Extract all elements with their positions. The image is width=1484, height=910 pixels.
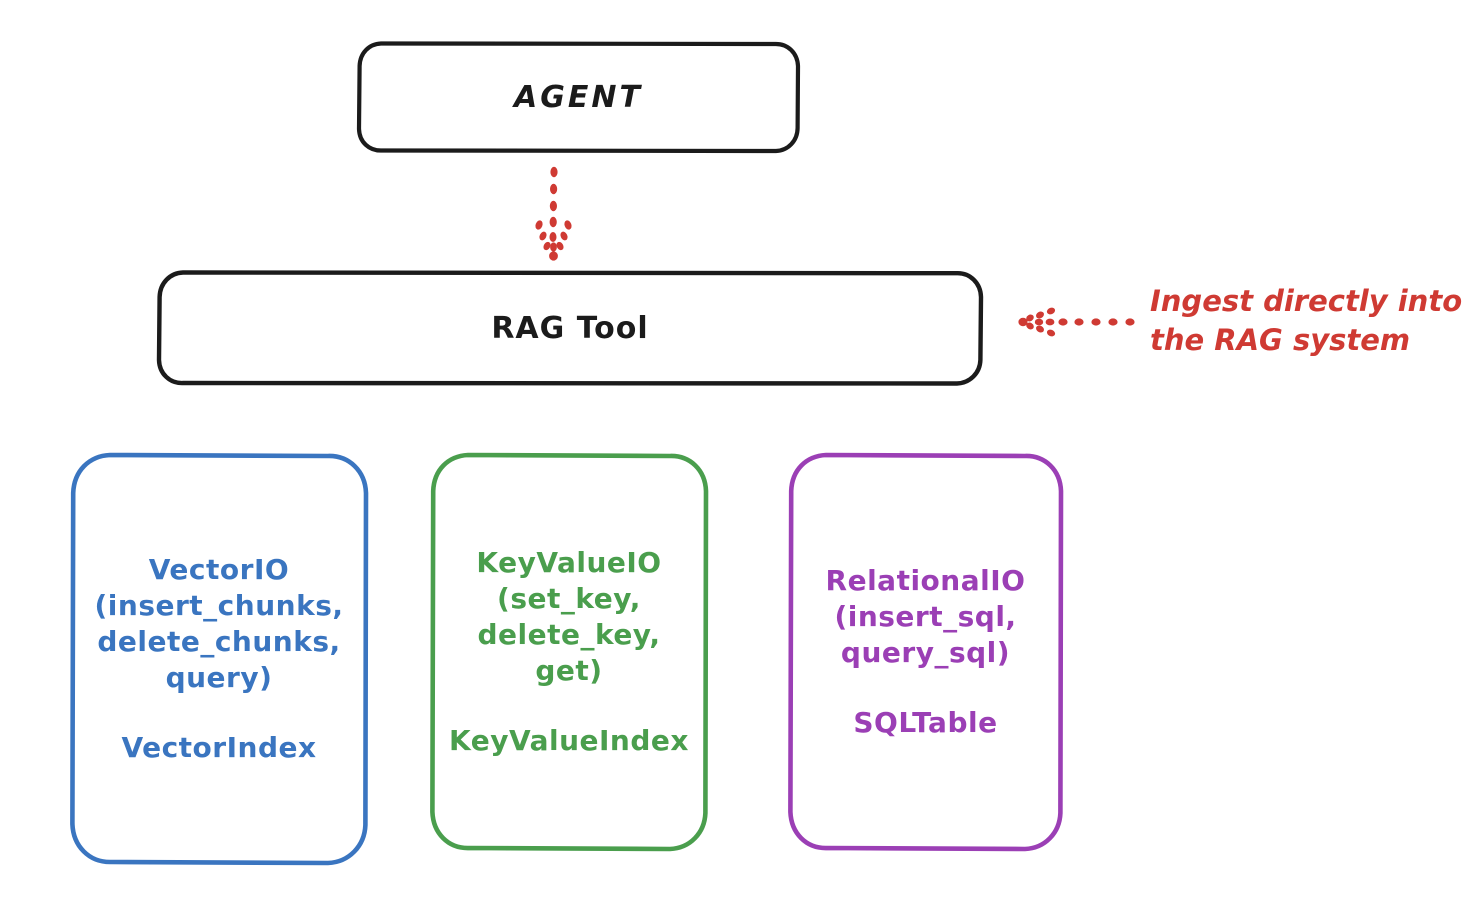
- rag-tool-label: RAG Tool: [491, 310, 649, 346]
- key-value-io-title: KeyValueIO (set_key, delete_key, get): [476, 546, 662, 687]
- vector-io-title: VectorIO (insert_chunks, delete_chunks, …: [94, 553, 344, 694]
- node-vector-io[interactable]: VectorIO (insert_chunks, delete_chunks, …: [70, 452, 369, 866]
- edge-agent-to-rag-tool: [535, 166, 572, 261]
- key-value-io-subtitle: KeyValueIndex: [449, 723, 689, 757]
- node-key-value-io[interactable]: KeyValueIO (set_key, delete_key, get) Ke…: [430, 452, 709, 852]
- annotation-ingest-text: Ingest directly into the RAG system: [1150, 284, 1463, 358]
- relational-io-title: RelationalIO (insert_sql, query_sql): [825, 564, 1026, 669]
- node-agent[interactable]: AGENT: [356, 41, 801, 154]
- agent-label: AGENT: [514, 79, 643, 115]
- edge-ingest-to-rag-tool: [1018, 307, 1135, 337]
- relational-io-subtitle: SQLTable: [853, 705, 998, 739]
- node-rag-tool[interactable]: RAG Tool: [156, 270, 984, 386]
- node-relational-io[interactable]: RelationalIO (insert_sql, query_sql) SQL…: [788, 452, 1064, 852]
- vector-io-subtitle: VectorIndex: [121, 730, 317, 764]
